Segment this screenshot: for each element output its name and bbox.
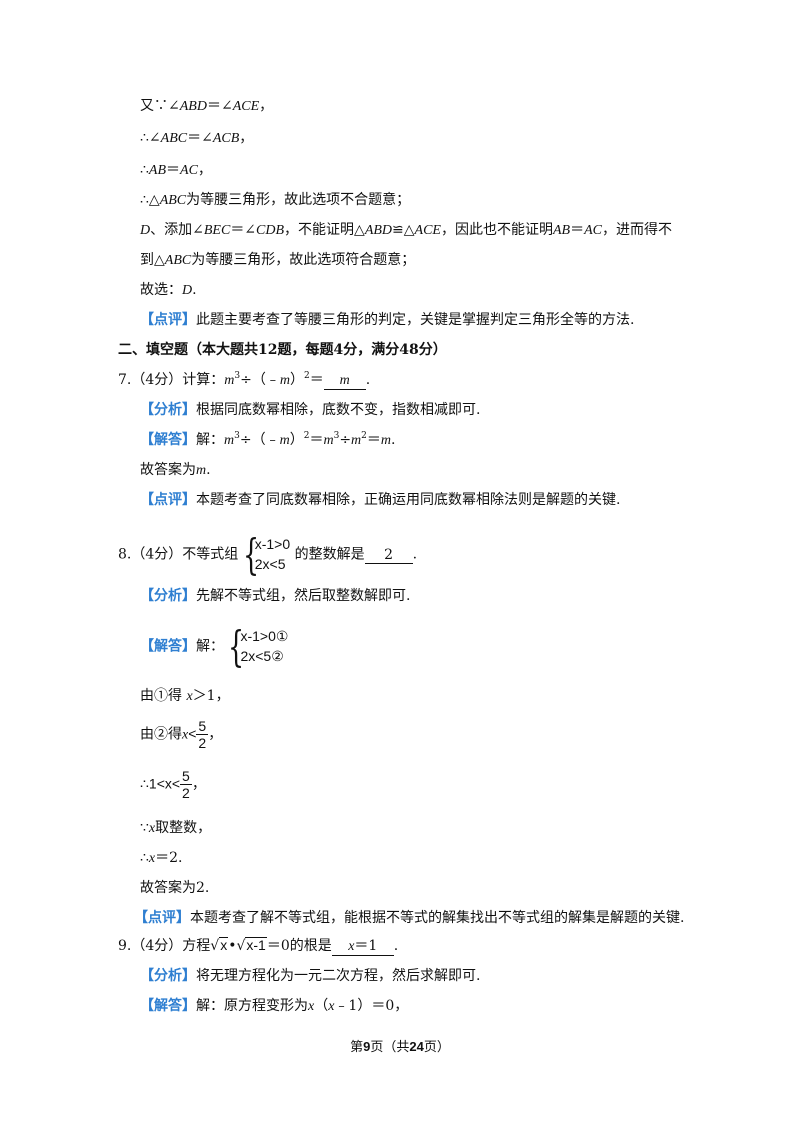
proof-line-3: ∴AB＝AC， [140, 162, 212, 178]
q7-solution: 【解答】解：m3÷（﹣m）2＝m3÷m2＝m. [140, 431, 396, 448]
q8-step-4: ∵x取整数， [140, 820, 212, 836]
proof-line-5: D、添加∠BEC＝∠CDB，不能证明△ABD≌△ACE，因此也不能证明AB＝AC… [140, 222, 672, 238]
q7-review: 【点评】本题考查了同底数幂相除，正确运用同底数幂相除法则是解题的关键. [140, 492, 621, 508]
page-footer: 第9页（共24页） [350, 1039, 450, 1055]
q8-review: 【点评】本题考查了解不等式组，能根据不等式的解集找出不等式组的解集是解题的关键. [134, 910, 685, 926]
review-q6: 【点评】此题主要考查了等腰三角形的判定，关键是掌握判定三角形全等的方法. [140, 312, 635, 328]
proof-line-4: ∴△ABC为等腰三角形，故此选项不合题意； [140, 192, 411, 208]
q8-analysis: 【分析】先解不等式组，然后取整数解即可. [140, 588, 411, 604]
section-header: 二、填空题（本大题共12题，每题4分，满分48分） [118, 342, 447, 358]
proof-line-6: 到△ABC为等腰三角形，故此选项符合题意； [140, 252, 416, 268]
q7-analysis: 【分析】根据同底数幂相除，底数不变，指数相减即可. [140, 402, 481, 418]
question-7: 7.（4分）计算：m3÷（﹣m）2＝m. [118, 371, 371, 390]
q8-final: 故答案为2. [140, 880, 210, 896]
q9-solution: 【解答】解：原方程变形为x（x﹣1）＝0， [140, 998, 409, 1014]
proof-conclusion: 故选：D. [140, 282, 197, 298]
q9-analysis: 【分析】将无理方程化为一元二次方程，然后求解即可. [140, 968, 481, 984]
proof-line-2: ∴∠ABC＝∠ACB， [140, 130, 254, 146]
q8-step-5: ∴x＝2. [140, 850, 183, 866]
proof-line-1: 又∵∠ABD＝∠ACE， [140, 98, 274, 114]
q8-step-1: 由①得 x＞1， [140, 688, 230, 704]
q7-final: 故答案为m. [140, 462, 211, 478]
